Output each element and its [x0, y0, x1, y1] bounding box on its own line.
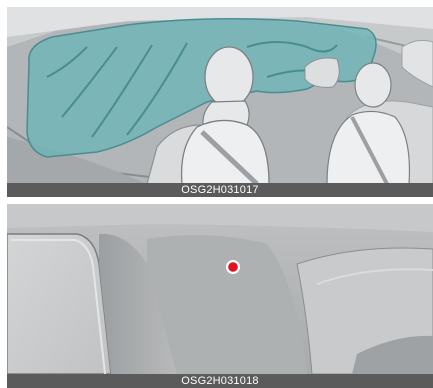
- pillar-marker-illustration: [7, 204, 433, 374]
- curtain-airbag-illustration: [7, 7, 433, 184]
- figure-caption: OSG2H031018: [7, 374, 433, 388]
- pillar-marker-figure: OSG2H031018: [7, 204, 433, 388]
- curtain-airbag-figure: OSG2H031017: [7, 7, 433, 197]
- figure-caption: OSG2H031017: [7, 183, 433, 197]
